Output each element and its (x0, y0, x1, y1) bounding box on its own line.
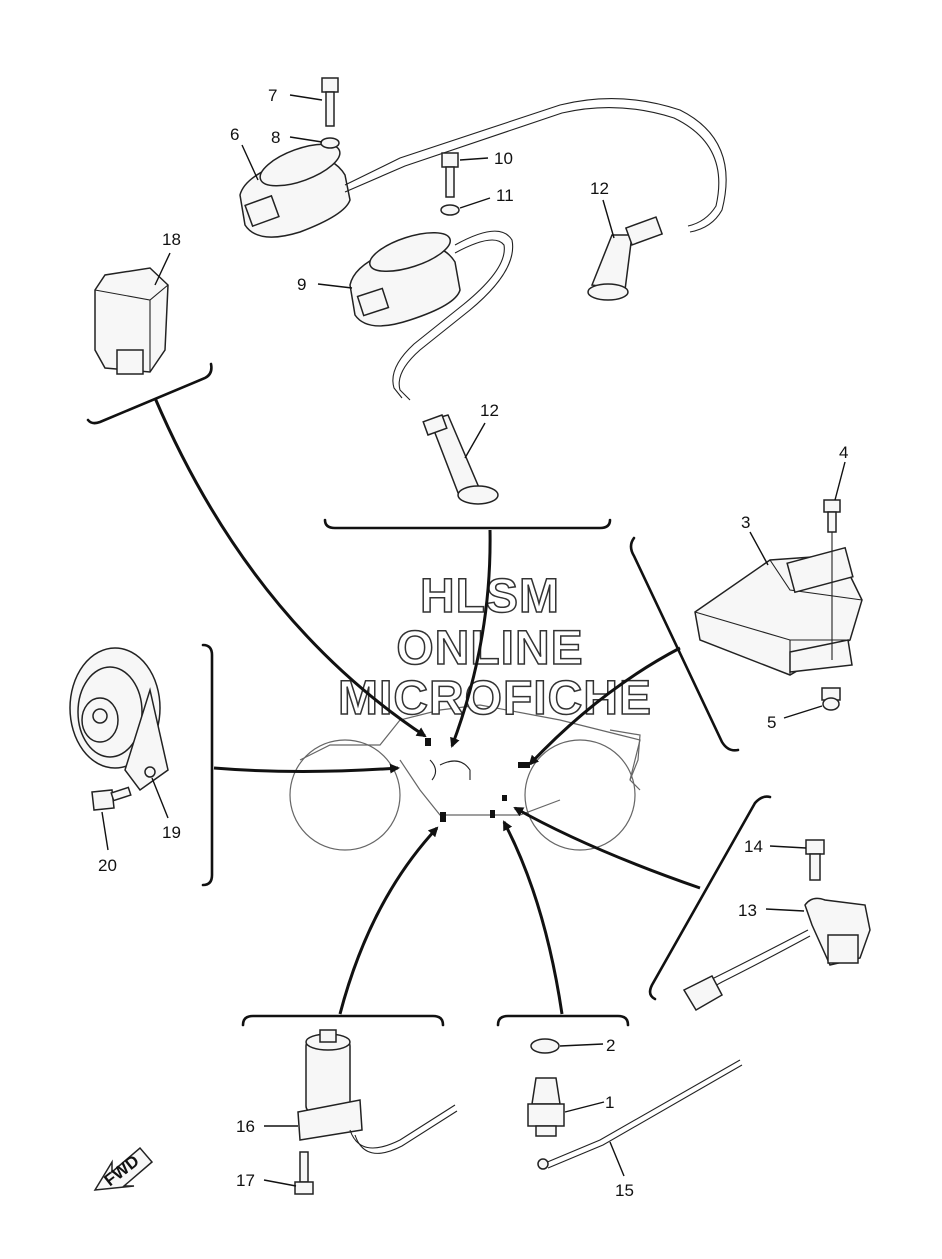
bolt-14 (805, 839, 825, 881)
lead-wire-15 (537, 1059, 743, 1170)
horn-group-bracket (201, 643, 214, 887)
mount-marker (440, 812, 446, 822)
cdi-group-bracket (86, 362, 213, 425)
callout-1: 1 (605, 1093, 614, 1112)
watermark-line-2: ONLINE (396, 622, 583, 675)
neutral-switch-group-bracket (496, 1014, 630, 1027)
sensor-group-bracket (648, 795, 772, 1001)
callout-12-top: 12 (590, 179, 609, 198)
callout-6: 6 (230, 125, 239, 144)
callout-4: 4 (839, 443, 848, 462)
callout-7: 7 (268, 86, 277, 105)
callout-13: 13 (738, 901, 757, 920)
washer-2 (530, 1038, 560, 1054)
washer-8 (320, 137, 340, 149)
callout-18: 18 (162, 230, 181, 249)
mount-marker (502, 795, 507, 801)
callout-3: 3 (741, 513, 750, 532)
watermark-line-3: MICROFICHE (338, 672, 652, 725)
callout-17: 17 (236, 1171, 255, 1190)
callout-9: 9 (297, 275, 306, 294)
ignition-coil-9 (349, 230, 514, 401)
leader-arrow (338, 826, 439, 1015)
callout-leaders (101, 94, 846, 1187)
callout-5: 5 (767, 713, 776, 732)
leader-arrow (450, 529, 492, 748)
callout-15: 15 (615, 1181, 634, 1200)
callout-11: 11 (496, 186, 514, 205)
mount-marker (490, 810, 495, 818)
spark-plug-cap-12a (587, 216, 664, 301)
screw-4 (823, 499, 841, 533)
watermark: HLSM ONLINE MICROFICHE (337, 569, 652, 726)
callout-20: 20 (98, 856, 117, 875)
bolt-17 (294, 1151, 314, 1195)
horn-19 (69, 647, 169, 792)
neutral-switch-1 (527, 1077, 565, 1137)
bolt-10 (441, 152, 459, 198)
mount-marker (518, 762, 530, 768)
callout-10: 10 (494, 149, 513, 168)
cdi-unit-18 (94, 267, 169, 375)
forward-direction-arrow: FWD (93, 1146, 154, 1191)
leader-arrow (513, 806, 701, 890)
spark-plug-cap-12b (422, 414, 499, 505)
bolt-20 (91, 786, 132, 811)
leader-arrow (502, 820, 564, 1015)
callout-2: 2 (606, 1036, 615, 1055)
rectifier-regulator-3 (694, 520, 863, 676)
callout-14: 14 (744, 837, 763, 856)
motorcycle-silhouette (289, 704, 641, 851)
switch-group-bracket (241, 1014, 445, 1027)
switch-16 (297, 1029, 458, 1154)
callout-8: 8 (271, 128, 280, 147)
sensor-13 (682, 897, 871, 1012)
callout-16: 16 (236, 1117, 255, 1136)
leader-arrow (528, 646, 681, 766)
leader-arrow (213, 763, 400, 774)
callout-12-bottom: 12 (480, 401, 499, 420)
grommet-5 (821, 687, 841, 711)
callout-19: 19 (162, 823, 181, 842)
top-group-bracket (323, 518, 612, 530)
callout-labels: 1 2 3 4 5 6 7 8 9 10 11 12 12 13 14 15 1… (98, 86, 848, 1200)
mount-marker (425, 738, 431, 746)
bolt-7 (321, 77, 339, 127)
leader-arrow (153, 397, 427, 738)
ignition-coil-6 (239, 98, 727, 238)
washer-11 (440, 204, 460, 216)
